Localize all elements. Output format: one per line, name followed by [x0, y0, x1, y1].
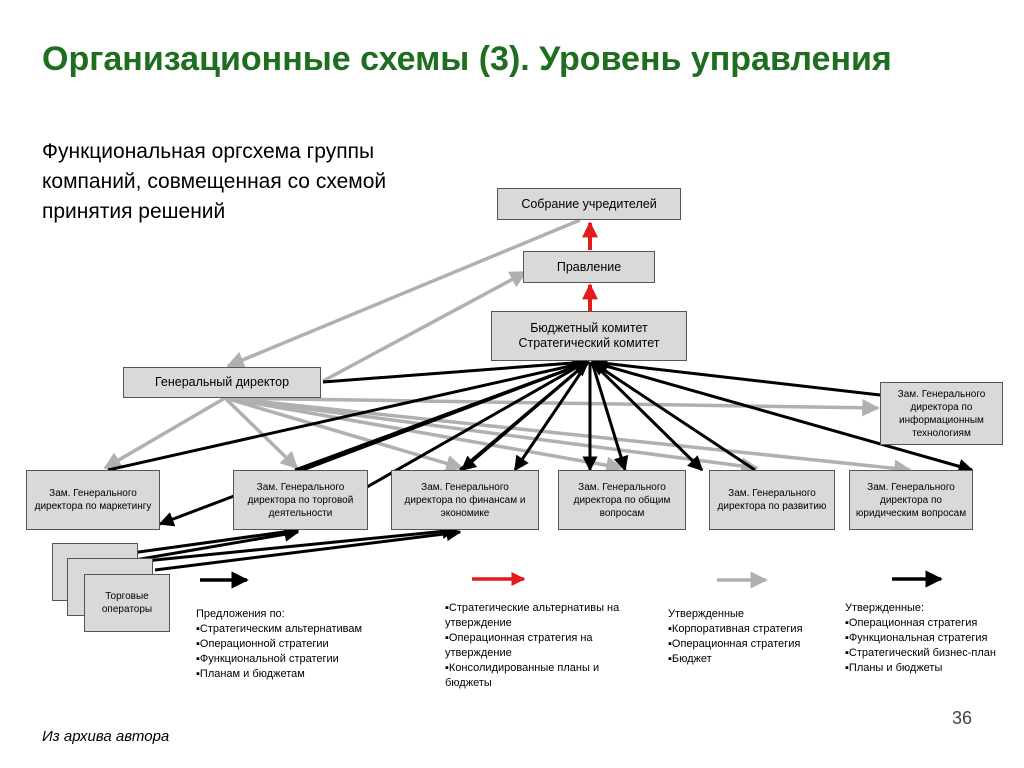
- legend-item: Операционная стратегия на утверждение: [445, 631, 640, 661]
- node-label: Торговые операторы: [101, 591, 153, 615]
- node-label: Правление: [556, 259, 622, 274]
- node-committee: Бюджетный комитет Стратегический комитет: [491, 311, 687, 361]
- source-note: Из архива автора: [42, 728, 170, 745]
- node-label: Зам. Генерального директора по информаци…: [897, 388, 986, 439]
- node-deputy-trade: Зам. Генерального директора по торговой …: [233, 470, 368, 530]
- node-deputy-it: Зам. Генерального директора по информаци…: [880, 382, 1003, 445]
- arrow-gray: [226, 218, 581, 369]
- arrow-black: [107, 357, 590, 472]
- legend-item: Стратегическим альтернативам: [196, 622, 376, 637]
- legend-item: Операционная стратегия: [845, 616, 1015, 631]
- node-deputy-general: Зам. Генерального директора по общим воп…: [558, 470, 686, 530]
- legend-item: Бюджет: [668, 652, 838, 667]
- legend-proposals: Предложения по: Стратегическим альтернат…: [196, 607, 376, 682]
- node-founders-meeting: Собрание учредителей: [497, 188, 681, 220]
- legend-item: Планы и бюджеты: [845, 661, 1015, 676]
- arrow-gray: [224, 396, 912, 478]
- node-deputy-marketing: Зам. Генерального директора по маркетинг…: [26, 470, 160, 530]
- legend-item: Операционная стратегия: [668, 637, 838, 652]
- node-general-director: Генеральный директор: [123, 367, 321, 398]
- arrow-gray: [224, 396, 880, 417]
- legend-item: Планам и бюджетам: [196, 667, 376, 682]
- page-title: Организационные схемы (3). Уровень управ…: [42, 40, 892, 78]
- arrow-gray: [322, 270, 528, 383]
- arrow-gray: [224, 396, 759, 475]
- page-number: 36: [952, 708, 973, 728]
- arrow-black: [134, 526, 300, 562]
- legend-approved-gray: Утвержденные Корпоративная стратегия Опе…: [668, 607, 838, 667]
- node-label: Генеральный директор: [154, 375, 290, 389]
- node-label: Собрание учредителей: [521, 196, 657, 211]
- node-deputy-development: Зам. Генерального директора по развитию: [709, 470, 835, 530]
- arrow-black: [590, 360, 756, 472]
- node-label: Зам. Генерального директора по общим воп…: [573, 481, 671, 519]
- arrow-black: [154, 526, 462, 572]
- legend-item: Функциональной стратегии: [196, 652, 376, 667]
- node-deputy-legal: Зам. Генерального директора по юридическ…: [849, 470, 973, 530]
- legend-for-approval: Стратегические альтернативы на утвержден…: [445, 601, 640, 691]
- arrow-black: [591, 360, 974, 474]
- node-deputy-finance: Зам. Генерального директора по финансам …: [391, 470, 539, 530]
- legend-heading: Утвержденные: [668, 608, 745, 620]
- node-board: Правление: [523, 251, 655, 283]
- arrow-black: [134, 523, 458, 564]
- node-trade-operators: Торговые операторы: [84, 574, 170, 632]
- arrow-black: [590, 360, 704, 472]
- arrow-black: [592, 356, 881, 397]
- arrow-black: [590, 361, 629, 472]
- legend-approved-black: Утвержденные: Операционная стратегия Фун…: [845, 601, 1015, 676]
- arrow-black: [322, 355, 588, 384]
- arrow-black: [323, 360, 587, 513]
- node-label: Зам. Генерального директора по финансам …: [404, 481, 526, 519]
- legend-item: Стратегические альтернативы на утвержден…: [445, 601, 640, 631]
- legend-heading: Утвержденные:: [845, 602, 925, 614]
- legend-item: Стратегический бизнес-план: [845, 646, 1015, 661]
- legend-item: Корпоративная стратегия: [668, 622, 838, 637]
- arrow-gray: [103, 396, 226, 470]
- node-label: Зам. Генерального директора по маркетинг…: [34, 488, 152, 512]
- arrow-black: [460, 360, 589, 472]
- arrow-gray: [224, 396, 624, 474]
- node-label: Зам. Генерального директора по развитию: [717, 488, 827, 512]
- arrow-gray: [223, 396, 299, 470]
- legend-item: Консолидированные планы и бюджеты: [445, 661, 640, 691]
- node-label: Бюджетный комитет Стратегический комитет: [518, 321, 660, 350]
- arrow-black: [513, 361, 590, 472]
- arrow-black: [158, 360, 589, 527]
- node-label: Зам. Генерального директора по торговой …: [247, 481, 354, 519]
- arrow-black: [109, 524, 300, 558]
- legend-item: Функциональная стратегия: [845, 631, 1015, 646]
- node-label: Зам. Генерального директора по юридическ…: [855, 481, 967, 519]
- legend-heading: Предложения по:: [196, 608, 285, 620]
- subtitle: Функциональная оргсхема группы компаний,…: [42, 140, 387, 223]
- legend-item: Операционной стратегии: [196, 637, 376, 652]
